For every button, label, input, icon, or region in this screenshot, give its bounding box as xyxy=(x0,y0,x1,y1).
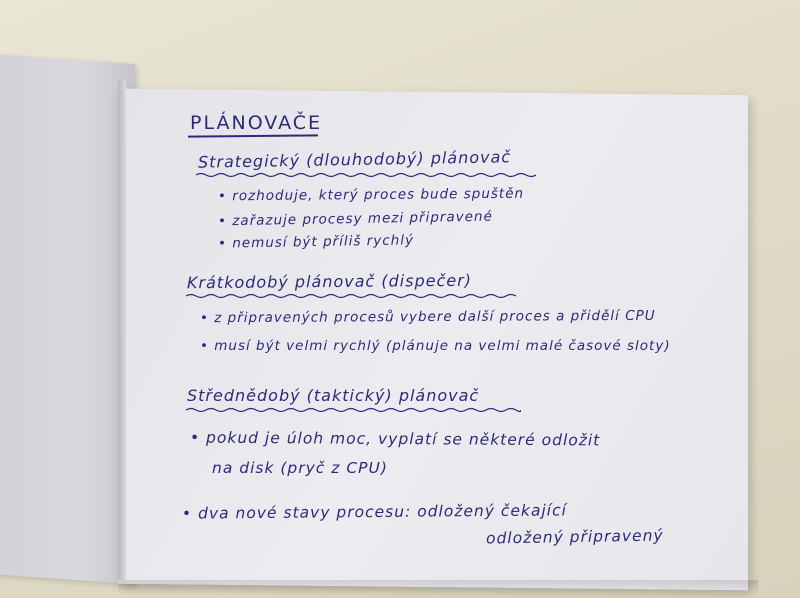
list-item: • musí být velmi rychlý (plánuje na velm… xyxy=(200,338,671,354)
list-item: • rozhoduje, který proces bude spuštěn xyxy=(217,185,525,205)
heading-underline xyxy=(186,407,521,413)
list-item: odložený připravený xyxy=(485,526,664,548)
page-title: PLÁNOVAČE xyxy=(190,112,323,134)
list-item: • pokud je úloh moc, vyplatí se některé … xyxy=(189,428,601,450)
list-item: • nemusí být příliš rychlý xyxy=(217,232,415,252)
section-heading-medium-term: Střednědobý (taktický) plánovač xyxy=(187,386,480,405)
list-item: na disk (pryč z CPU) xyxy=(212,459,388,477)
notebook-spine xyxy=(118,79,126,581)
heading-underline xyxy=(196,172,536,178)
list-item: • dva nové stavy procesu: odložený čekaj… xyxy=(181,501,567,523)
page-shadow xyxy=(118,580,758,594)
list-item: • z připravených procesů vybere další pr… xyxy=(199,307,656,327)
heading-underline xyxy=(186,293,516,299)
section-heading-short-term: Krátkodobý plánovač (dispečer) xyxy=(186,270,473,293)
notebook-left-page xyxy=(0,51,135,585)
